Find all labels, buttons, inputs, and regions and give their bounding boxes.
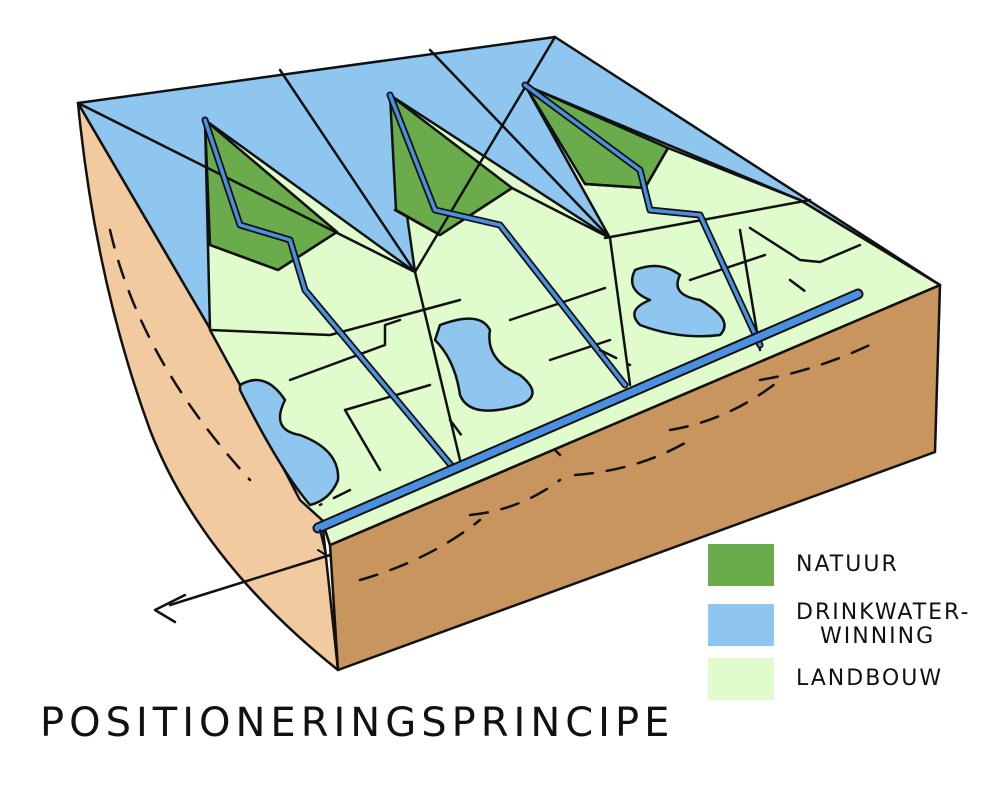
lake-3 (630, 264, 726, 338)
legend-item-drinkwaterwinning: DRINKWATER- WINNING (708, 601, 970, 649)
lake-1 (238, 378, 340, 507)
lake-2 (433, 317, 534, 412)
legend-swatch-drinkwaterwinning (708, 604, 774, 646)
legend-label-landbouw: LANDBOUW (796, 666, 944, 691)
legend-label-line1: DRINKWATER- (796, 600, 971, 625)
flow-arrows (108, 228, 882, 624)
legend-swatch-landbouw (708, 658, 774, 700)
legend-label-drinkwaterwinning: DRINKWATER- WINNING (796, 601, 970, 649)
legend-label-natuur: NATUUR (796, 552, 899, 577)
canals (201, 81, 864, 556)
legend-item-natuur: NATUUR (708, 544, 899, 586)
legend-label-line2: WINNING (820, 624, 936, 649)
legend-swatch-natuur (708, 544, 774, 586)
legend-item-landbouw: LANDBOUW (708, 658, 943, 700)
field-boundaries (76, 35, 862, 472)
left-side-face (76, 101, 340, 672)
diagram-title: POSITIONERINGSPRINCIPE (40, 700, 675, 746)
